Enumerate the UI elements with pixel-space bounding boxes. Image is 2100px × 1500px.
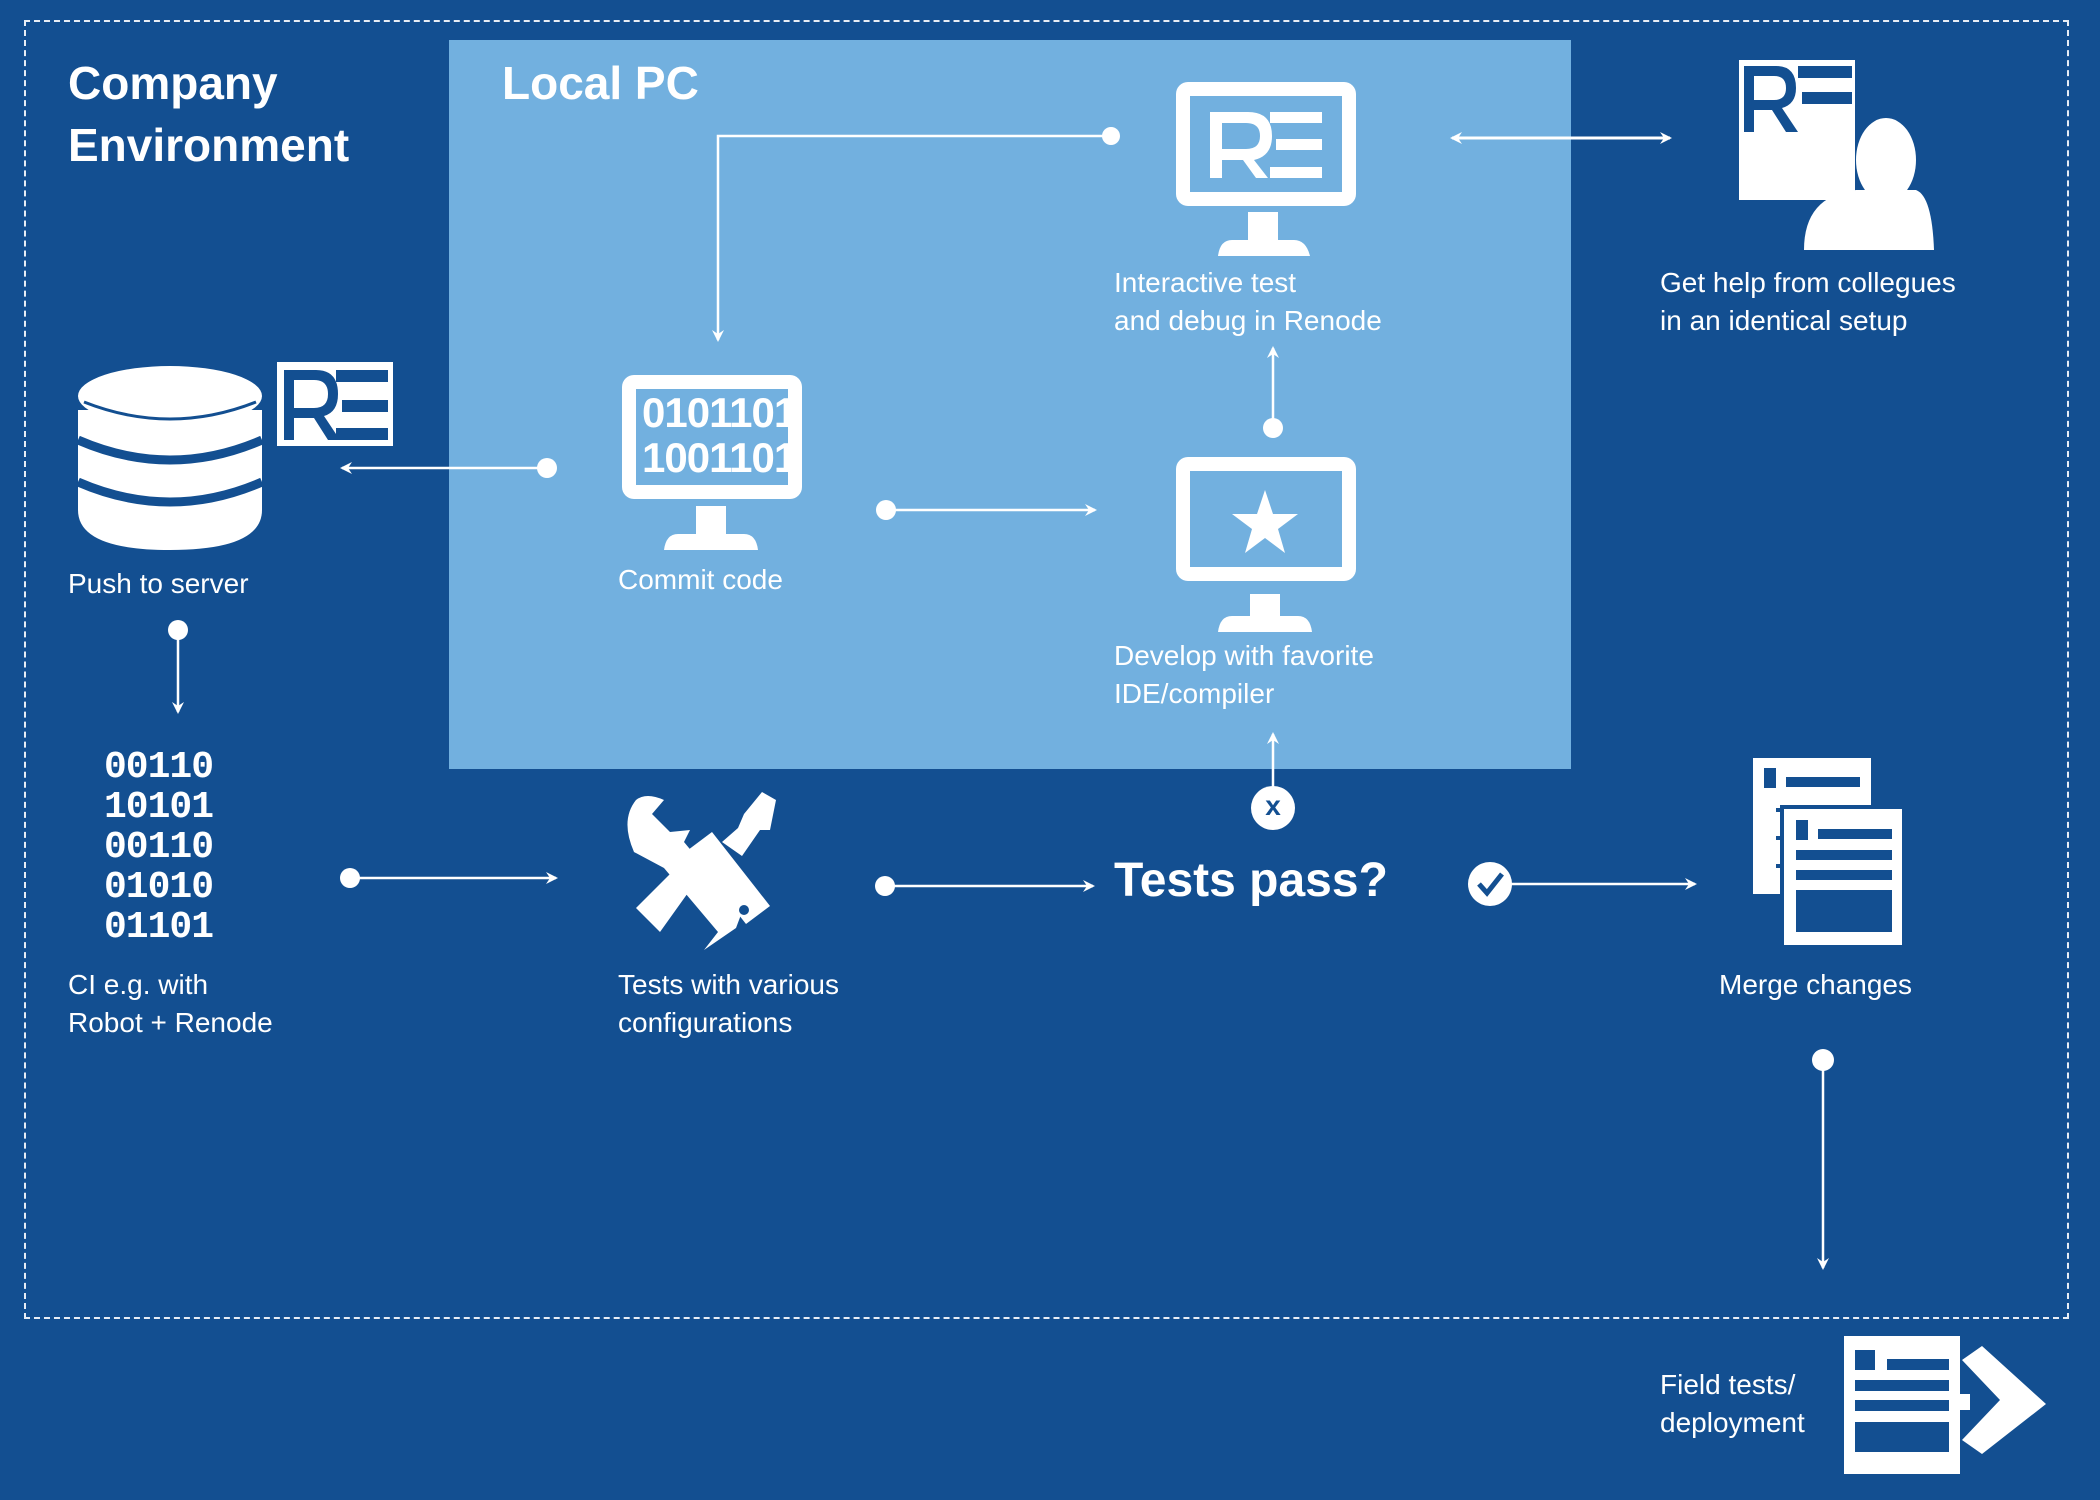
label-line: deployment [1660, 1407, 1805, 1438]
binary-line: 00110 [104, 826, 214, 869]
binary-monitor-icon [622, 375, 802, 550]
connector-pass-to-merge [1468, 862, 1697, 906]
tests-various-label: Tests with various configurations [618, 966, 839, 1042]
label-line: Tests with various [618, 969, 839, 1000]
renode-logo-icon [277, 362, 393, 446]
connector-interactive-to-commit [712, 127, 1120, 342]
connector-commit-to-server [340, 458, 557, 478]
develop-label: Develop with favorite IDE/compiler [1114, 637, 1374, 713]
connector-ci-to-tests [340, 868, 558, 888]
label-line: and debug in Renode [1114, 305, 1382, 336]
label-line: IDE/compiler [1114, 678, 1275, 709]
label-line: Develop with favorite [1114, 640, 1374, 671]
commit-binary-text: 0101101 1001101 [642, 389, 797, 481]
fail-marker-label: x [1265, 790, 1281, 821]
commit-code-label: Commit code [618, 564, 783, 595]
company-environment-title: Company Environment [68, 57, 350, 171]
binary-line: 01010 [104, 866, 214, 909]
person-with-renode-icon [1739, 60, 1934, 250]
document-export-icon [1844, 1336, 2046, 1474]
field-tests-label: Field tests/ deployment [1660, 1366, 1805, 1442]
binary-line: 01101 [104, 906, 214, 949]
fail-marker-icon [1251, 786, 1295, 830]
label-line: in an identical setup [1660, 305, 1908, 336]
pass-marker-icon [1468, 862, 1512, 906]
merge-changes-label: Merge changes [1719, 969, 1913, 1000]
label-line: Interactive test [1114, 267, 1297, 298]
binary-line: 0101101 [642, 389, 797, 436]
ci-label: CI e.g. with Robot + Renode [68, 966, 273, 1042]
binary-line: 10101 [104, 786, 214, 829]
connector-merge-to-field [1812, 1049, 1834, 1270]
label-line: configurations [618, 1007, 793, 1038]
get-help-label: Get help from collegues in an identical … [1660, 264, 1956, 340]
binary-code-icon: 00110 10101 00110 01010 01101 [104, 746, 214, 949]
tools-icon [627, 792, 776, 950]
label-line: Get help from collegues [1660, 267, 1956, 298]
label-line: Field tests/ [1660, 1369, 1796, 1400]
interactive-test-label: Interactive test and debug in Renode [1114, 264, 1382, 340]
push-to-server-label: Push to server [68, 568, 249, 599]
connector-commit-to-develop [876, 500, 1097, 520]
binary-line: 1001101 [642, 434, 797, 481]
binary-line: 00110 [104, 746, 214, 789]
renode-monitor-icon [1176, 82, 1356, 256]
connector-fail-to-develop [1251, 732, 1295, 830]
local-pc-title: Local PC [502, 57, 699, 109]
company-environment-boundary [24, 20, 2069, 1319]
connector-develop-to-interactive [1263, 346, 1283, 438]
star-monitor-icon [1176, 457, 1356, 632]
documents-icon [1753, 758, 1906, 949]
connector-server-to-ci [168, 620, 188, 714]
database-icon [76, 366, 264, 550]
label-line: CI e.g. with [68, 969, 209, 1000]
connector-tests-to-question [875, 876, 1095, 896]
tests-pass-decision: Tests pass? [1114, 854, 1388, 907]
label-line: Robot + Renode [68, 1007, 273, 1038]
